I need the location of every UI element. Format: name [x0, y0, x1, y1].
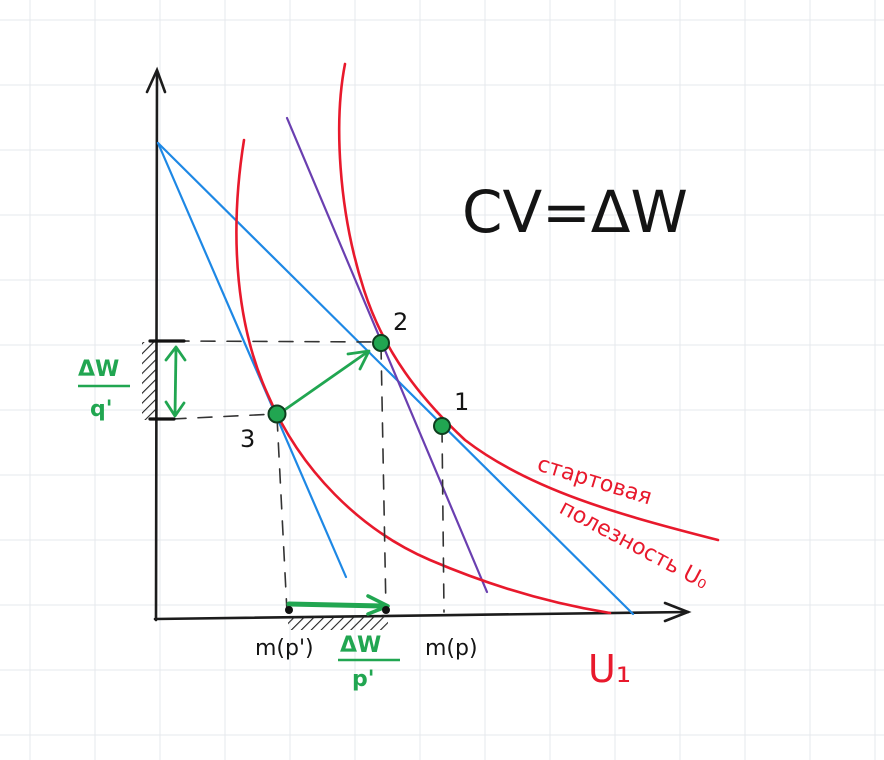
- label-u1: U₁: [588, 647, 631, 691]
- arrow-y-up-head-icon: [164, 345, 187, 362]
- x-label-m-p: m(p): [425, 636, 478, 661]
- x-axis: [153, 610, 690, 621]
- y-bracket: [148, 339, 186, 421]
- arrow-y-double: [173, 347, 178, 417]
- label-start-utility-line1: стартовая: [534, 452, 654, 511]
- guide-v-point3: [276, 416, 288, 613]
- y-axis: [154, 70, 159, 622]
- indifference-curves: [235, 62, 720, 615]
- arrow-x-shift: [286, 601, 387, 609]
- formula-title: CV=ΔW: [462, 178, 688, 246]
- budget-line-new-price: [156, 141, 348, 579]
- guide-h-point3: [171, 413, 277, 420]
- indifference-curve-u1: [235, 138, 612, 615]
- x-label-m-p-prime: m(p'): [255, 636, 314, 661]
- guide-h-point2: [174, 340, 381, 343]
- point-1: [433, 417, 451, 435]
- points: [267, 334, 451, 435]
- label-start-utility-line2: полезность U₀: [555, 495, 712, 595]
- green-arrows: [164, 345, 390, 616]
- svg-text:q': q': [90, 397, 112, 422]
- point-2: [372, 334, 390, 352]
- dw-over-p-prime: ΔW p': [338, 633, 400, 692]
- indifference-curve-u0: [337, 62, 720, 542]
- arrow-y-down-head-icon: [164, 400, 186, 418]
- hatch-x-axis: [288, 616, 388, 630]
- point-label-2: 2: [393, 308, 408, 336]
- compensated-budget-line: [285, 116, 489, 594]
- y-axis-arrow-icon: [145, 66, 167, 94]
- arrow-3-to-2-head-icon: [346, 349, 371, 371]
- x-axis-arrow-icon: [663, 601, 692, 623]
- point-label-3: 3: [240, 425, 255, 453]
- guide-v-point1: [441, 427, 445, 613]
- point-label-1: 1: [454, 388, 469, 416]
- svg-text:p': p': [352, 667, 374, 692]
- svg-text:ΔW: ΔW: [340, 633, 381, 658]
- hatch-y-axis: [142, 342, 156, 420]
- x-ticks: [285, 606, 390, 614]
- svg-text:ΔW: ΔW: [78, 357, 119, 382]
- guide-v-point2: [380, 344, 387, 613]
- arrow-3-to-2: [281, 351, 368, 413]
- axes: [145, 66, 692, 623]
- guide-lines: [171, 340, 445, 613]
- point-3: [267, 404, 287, 424]
- dw-over-q-prime: ΔW q': [78, 357, 130, 422]
- arrow-x-shift-head-icon: [366, 594, 390, 616]
